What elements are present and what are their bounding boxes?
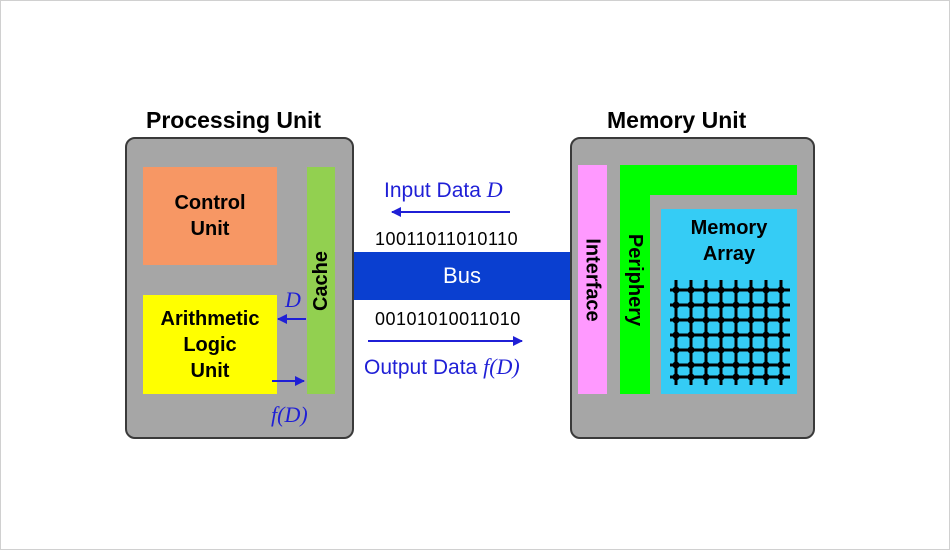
- memory-cell: [747, 331, 755, 339]
- alu-input-symbol: D: [285, 287, 301, 312]
- bus-label: Bus: [443, 263, 481, 288]
- memory-cell: [687, 361, 695, 369]
- interface-block: Interface: [578, 165, 607, 394]
- memory-cell: [687, 373, 695, 381]
- alu-output-symbol: f(D): [271, 402, 308, 427]
- memory-cell: [747, 316, 755, 324]
- memory-cell: [717, 301, 725, 309]
- memory-cell: [702, 373, 710, 381]
- memory-unit-title: Memory Unit: [607, 107, 747, 133]
- memory-cell: [747, 373, 755, 381]
- memory-cell: [687, 286, 695, 294]
- input-bits: 10011011010110: [375, 229, 519, 249]
- memory-cell: [732, 373, 740, 381]
- input-data-symbol: D: [486, 177, 503, 202]
- memory-cell: [672, 346, 680, 354]
- memory-cell: [762, 346, 770, 354]
- output-bits: 00101010011010: [375, 309, 521, 329]
- memory-array-label-line1: Memory: [690, 217, 768, 239]
- memory-cell: [687, 331, 695, 339]
- memory-cell: [762, 316, 770, 324]
- alu-block: Arithmetic Logic Unit: [143, 295, 277, 394]
- memory-cell: [732, 286, 740, 294]
- memory-cell: [747, 301, 755, 309]
- memory-cell: [762, 301, 770, 309]
- memory-cell: [777, 286, 785, 294]
- memory-cell: [687, 346, 695, 354]
- memory-cell: [777, 361, 785, 369]
- alu-label-line2: Logic: [183, 333, 237, 356]
- memory-cell: [777, 331, 785, 339]
- memory-cell: [717, 346, 725, 354]
- memory-cell: [702, 361, 710, 369]
- memory-cell: [762, 286, 770, 294]
- output-data-text: Output Data: [364, 356, 478, 379]
- output-data-symbol: f(D): [483, 354, 520, 379]
- memory-cell: [777, 301, 785, 309]
- memory-cell: [672, 286, 680, 294]
- memory-cell: [732, 301, 740, 309]
- memory-cell: [747, 361, 755, 369]
- memory-cell: [732, 361, 740, 369]
- memory-cell: [687, 301, 695, 309]
- memory-cell: [672, 316, 680, 324]
- memory-cell: [762, 361, 770, 369]
- memory-cell: [702, 316, 710, 324]
- memory-cell: [777, 316, 785, 324]
- memory-array-block: Memory Array: [661, 209, 797, 394]
- memory-cell: [702, 346, 710, 354]
- bus-bar: [354, 252, 570, 300]
- memory-cell: [777, 346, 785, 354]
- memory-cell: [687, 316, 695, 324]
- memory-cell: [732, 331, 740, 339]
- memory-cell: [777, 373, 785, 381]
- memory-cell: [672, 301, 680, 309]
- memory-cell: [747, 346, 755, 354]
- memory-cell: [717, 361, 725, 369]
- processing-unit-title: Processing Unit: [146, 107, 322, 133]
- memory-cell: [732, 346, 740, 354]
- periphery-block: Periphery: [620, 165, 650, 394]
- output-data-label: Output Data f(D): [364, 354, 520, 380]
- memory-cell: [672, 361, 680, 369]
- memory-cell: [747, 286, 755, 294]
- memory-cell: [672, 373, 680, 381]
- control-unit-label-line1: Control: [174, 192, 246, 214]
- memory-cell: [732, 316, 740, 324]
- control-unit-block: Control Unit: [143, 167, 277, 265]
- memory-cell: [717, 373, 725, 381]
- memory-cell: [762, 373, 770, 381]
- alu-label-line1: Arithmetic: [160, 307, 260, 330]
- memory-cell: [717, 331, 725, 339]
- control-unit-label-line2: Unit: [190, 218, 230, 240]
- memory-cell: [717, 316, 725, 324]
- memory-cell: [702, 331, 710, 339]
- memory-cell: [702, 286, 710, 294]
- memory-cell: [672, 331, 680, 339]
- memory-cell: [717, 286, 725, 294]
- memory-array-label-line2: Array: [702, 243, 756, 265]
- cache-block: Cache: [307, 167, 335, 394]
- memory-cell: [702, 301, 710, 309]
- input-data-text: Input Data: [384, 179, 481, 202]
- input-data-label: Input Data D: [384, 177, 503, 203]
- memory-cell: [762, 331, 770, 339]
- memory-cell-grid: [670, 280, 790, 385]
- alu-label-line3: Unit: [190, 359, 230, 382]
